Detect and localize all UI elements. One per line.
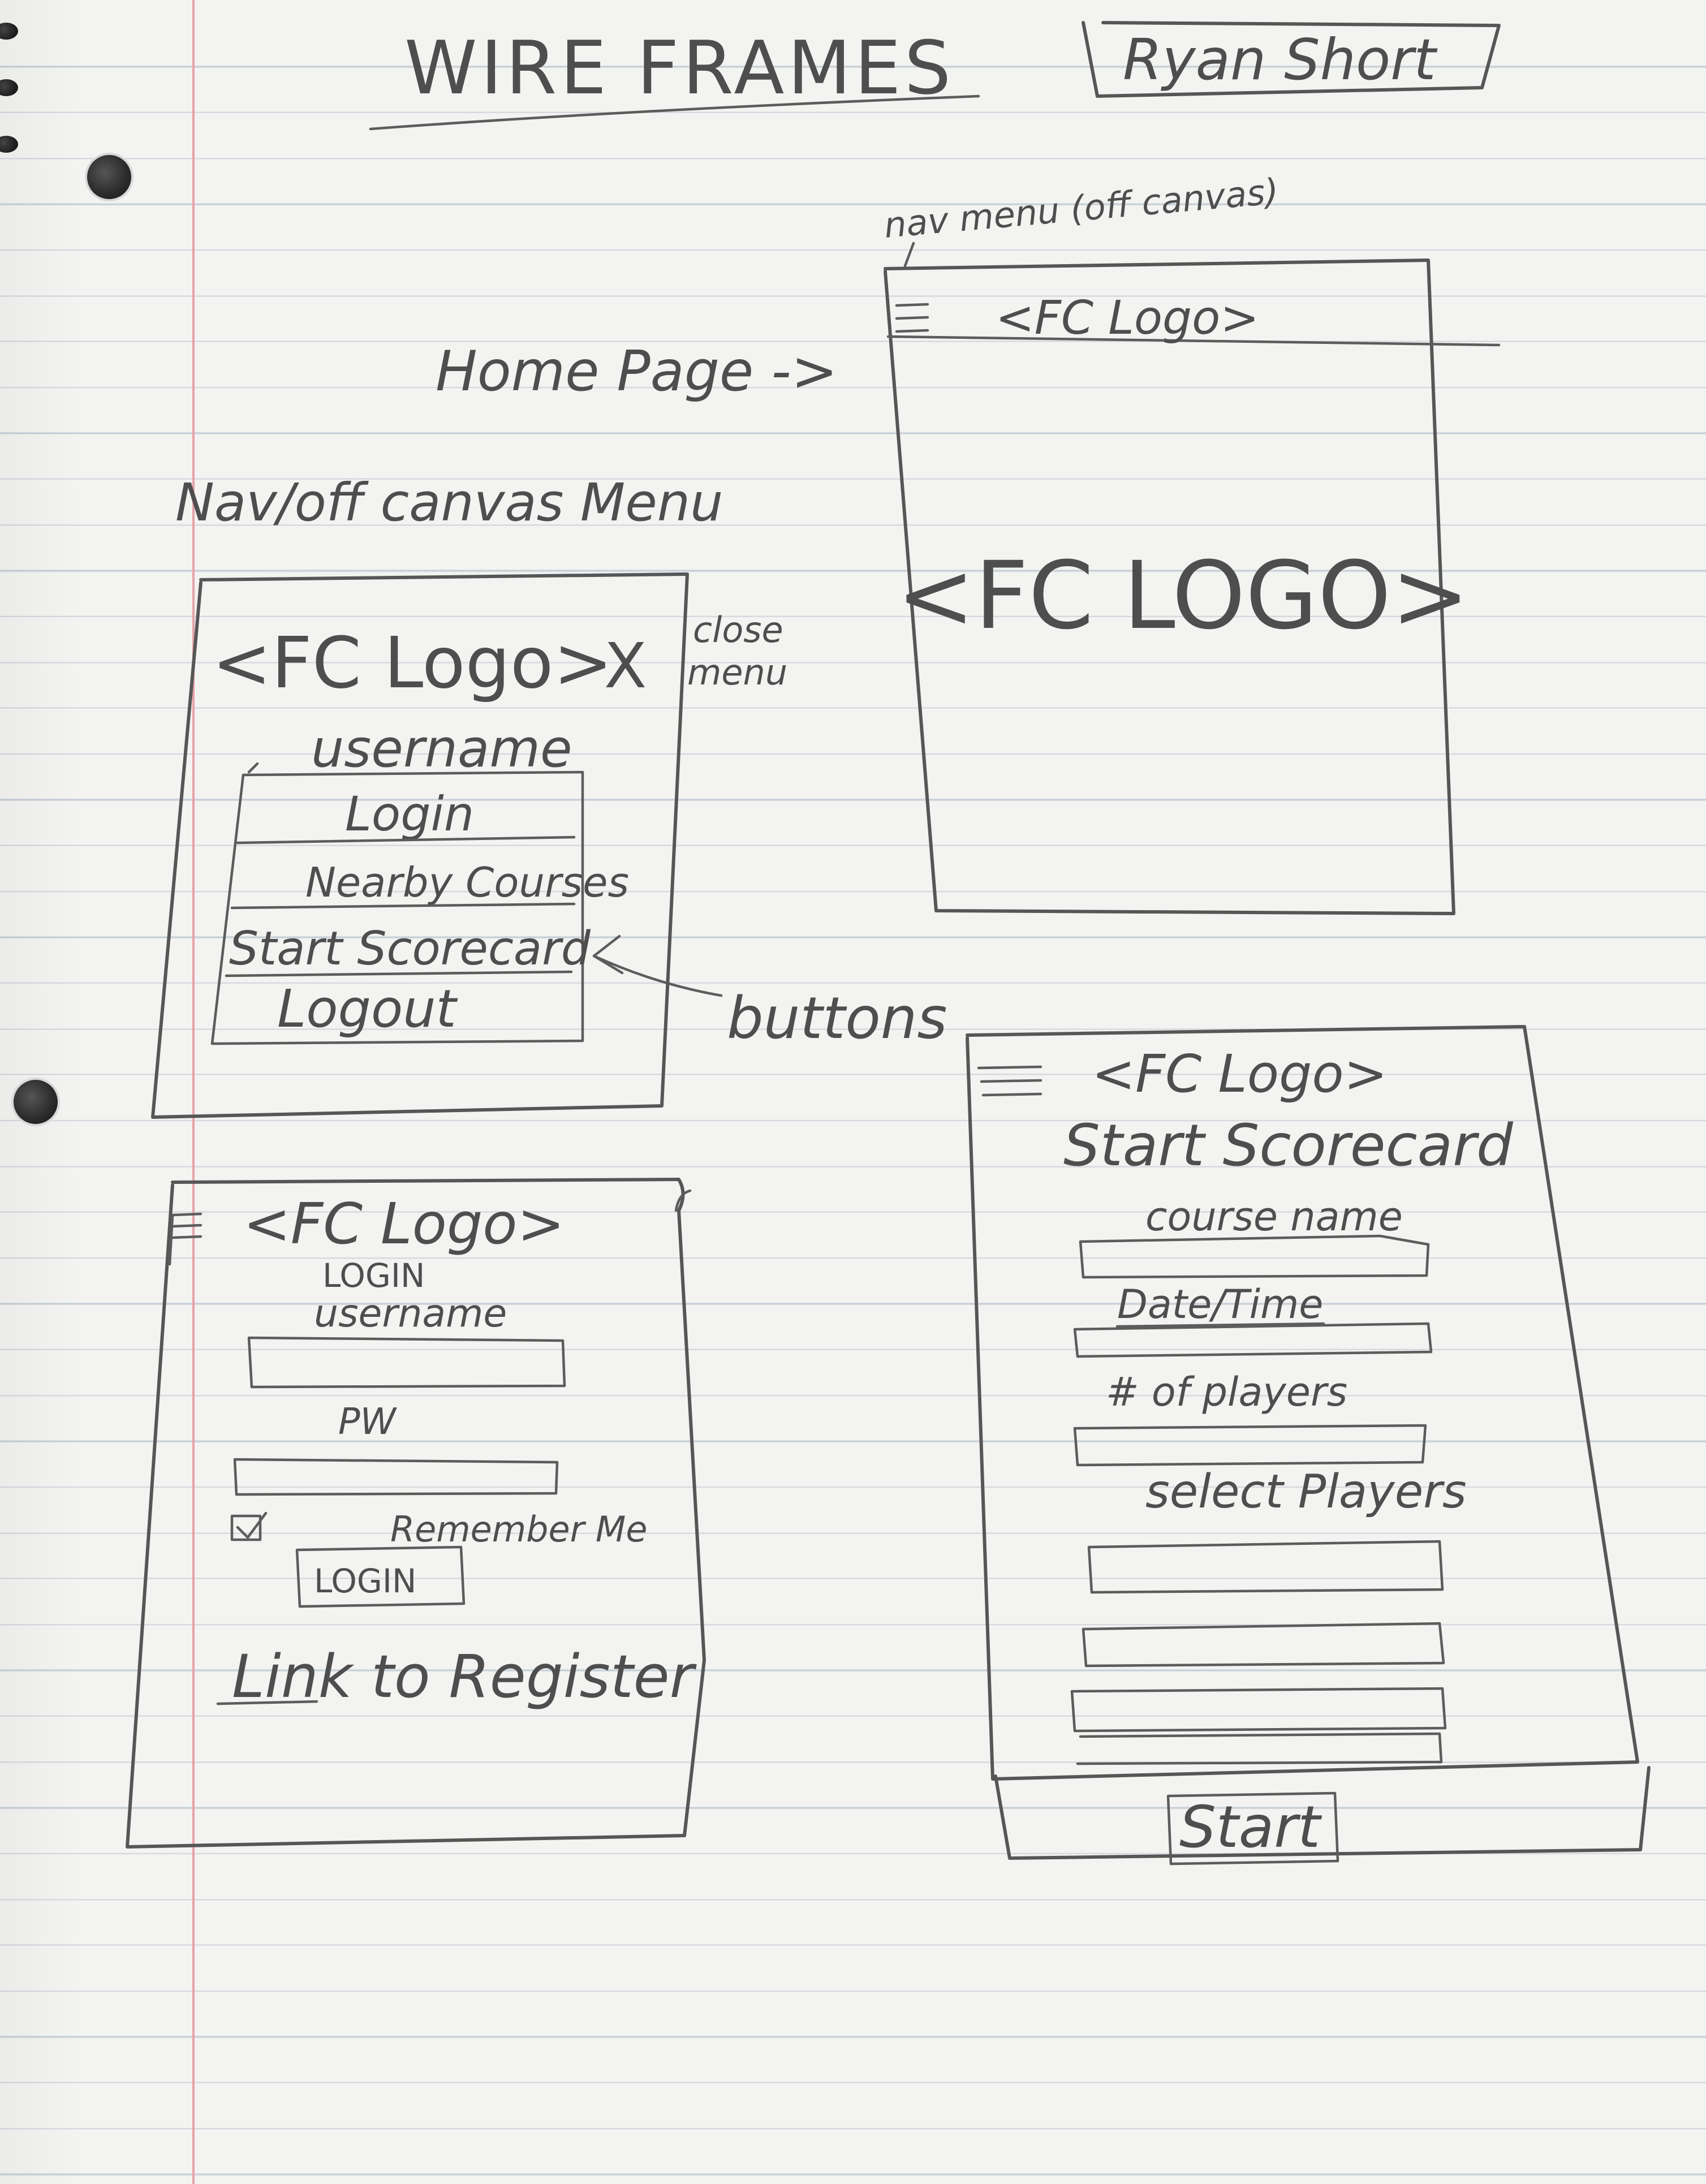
remember-me-label: Remember Me	[390, 1509, 648, 1550]
login-page-frame	[126, 1178, 706, 1849]
register-link[interactable]: Link to Register	[216, 1642, 697, 1711]
annotation-tick	[903, 242, 915, 268]
date-time-underline	[1115, 1322, 1325, 1328]
player-select-3[interactable]	[1070, 1687, 1447, 1733]
start-button[interactable]: Start	[1166, 1791, 1339, 1866]
label-home-page: Home Page ->	[436, 339, 838, 404]
punch-hole	[85, 153, 133, 201]
nav-buttons-frame	[210, 770, 584, 1045]
home-page-wireframe: <FC Logo> <FC LOGO>	[884, 259, 1501, 915]
nav-button-nearby-courses-label: Nearby Courses	[305, 859, 629, 906]
course-name-input[interactable]	[1079, 1234, 1430, 1279]
scorecard-heading: Start Scorecard	[1063, 1112, 1514, 1179]
player-select-1[interactable]	[1087, 1540, 1444, 1594]
scorecard-page-frame	[966, 1025, 1639, 1781]
author-box	[1082, 21, 1501, 98]
label-nav-off-canvas-menu: Nav/off canvas Menu	[175, 472, 723, 533]
login-password-input[interactable]	[233, 1458, 559, 1496]
nav-menu-wireframe: <FC Logo> X username Login Nearby Course…	[151, 572, 689, 1119]
login-page-wireframe: <FC Logo> LOGIN username PW Remember Me …	[126, 1178, 706, 1849]
sketch-stroke	[168, 1214, 174, 1266]
scorecard-page-wireframe: <FC Logo> Start Scorecard course name Da…	[966, 1025, 1651, 1866]
hamburger-icon[interactable]	[171, 1212, 203, 1239]
close-menu-icon[interactable]: X	[604, 630, 647, 702]
scorecard-footer-frame	[994, 1766, 1651, 1860]
label-close-menu-2: menu	[687, 652, 787, 693]
login-password-label: PW	[338, 1401, 398, 1443]
punch-hole	[11, 1078, 60, 1126]
date-time-input[interactable]	[1073, 1322, 1433, 1358]
home-page-frame	[884, 259, 1455, 915]
label-buttons: buttons	[727, 985, 947, 1052]
player-select-2[interactable]	[1082, 1622, 1445, 1668]
title-underline	[369, 94, 980, 131]
nav-button-logout[interactable]: Logout	[277, 979, 458, 1039]
sketch-curl	[674, 1189, 692, 1212]
label-nav-menu-off-canvas: nav menu (off canvas)	[882, 170, 1280, 246]
nav-button-start-scorecard[interactable]: Start Scorecard	[225, 922, 591, 977]
nav-button-nearby-courses[interactable]: Nearby Courses	[230, 859, 629, 910]
nav-menu-username: username	[311, 718, 572, 779]
select-players-label: select Players	[1145, 1465, 1467, 1519]
author-name: Ryan Short	[1123, 27, 1438, 93]
scorecard-header-logo: <FC Logo>	[1092, 1044, 1388, 1104]
num-players-label: # of players	[1106, 1369, 1347, 1415]
start-button-label: Start	[1179, 1794, 1322, 1861]
label-close-menu-1: close	[693, 609, 783, 651]
home-header-logo: <FC Logo>	[996, 291, 1259, 345]
nav-menu-logo: <FC Logo>	[212, 622, 613, 704]
nav-menu-frame	[151, 572, 689, 1119]
login-username-label: username	[314, 1291, 507, 1336]
home-main-logo: <FC LOGO>	[897, 541, 1470, 650]
player-select-4[interactable]	[1076, 1732, 1443, 1765]
register-link-label: Link to Register	[232, 1642, 697, 1711]
remember-me-checkbox[interactable]	[230, 1511, 268, 1541]
login-header-logo: <FC Logo>	[243, 1191, 565, 1257]
buttons-arrow-line	[592, 954, 723, 997]
nav-button-logout-label: Logout	[277, 979, 458, 1039]
home-header-divider	[886, 335, 1501, 347]
hamburger-icon[interactable]	[977, 1065, 1042, 1097]
course-name-label: course name	[1145, 1194, 1403, 1240]
nav-button-login[interactable]: Login	[236, 786, 576, 845]
page-title: WIRE FRAMES	[404, 25, 954, 111]
login-button-label: LOGIN	[314, 1562, 416, 1600]
login-button[interactable]: LOGIN	[295, 1545, 466, 1608]
buttons-arrow-head	[592, 934, 624, 975]
nav-button-start-scorecard-label: Start Scorecard	[229, 922, 591, 976]
sketch-tick	[247, 762, 259, 774]
margin-line	[192, 0, 195, 2184]
login-username-input[interactable]	[247, 1336, 566, 1389]
nav-button-login-label: Login	[345, 786, 474, 842]
login-heading: LOGIN	[322, 1256, 425, 1295]
hamburger-icon[interactable]	[895, 303, 929, 333]
date-time-label: Date/Time	[1117, 1281, 1323, 1328]
num-players-input[interactable]	[1073, 1424, 1427, 1467]
